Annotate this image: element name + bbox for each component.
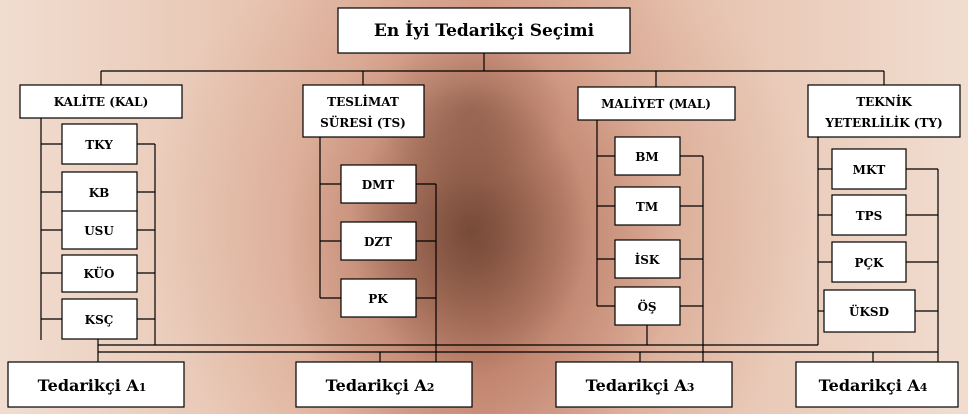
alternative-box: Tedarikçi A1 xyxy=(7,361,185,408)
sub-criterion-label: KSÇ xyxy=(85,313,114,327)
connector-lines xyxy=(40,53,939,362)
sub-criterion-box: ÜKSD xyxy=(823,289,916,333)
sub-criterion-label: İSK xyxy=(635,252,660,267)
sub-criterion-box: TPS xyxy=(831,194,907,236)
sub-criterion-box: MKT xyxy=(831,148,907,190)
sub-criterion-box: KSÇ xyxy=(61,298,138,340)
sub-criterion-box: PÇK xyxy=(831,241,907,283)
boxes: En İyi Tedarikçi Seçimi KALİTE (KAL) TES… xyxy=(7,7,961,408)
sub-criterion-label: KB xyxy=(89,186,110,200)
sub-criterion-box: PK xyxy=(340,278,417,318)
sub-criterion-label: KÜO xyxy=(84,265,115,281)
sub-criterion-label: ÜKSD xyxy=(849,303,889,319)
sub-criterion-label: TPS xyxy=(856,209,883,223)
sub-criterion-box: USU xyxy=(61,210,138,250)
criterion-box-delivery: TESLİMAT SÜRESİ (TS) xyxy=(302,84,425,138)
sub-criterion-box: İSK xyxy=(614,239,681,279)
criterion-label-line1: TEKNİK xyxy=(856,94,912,109)
sub-criterion-label: DMT xyxy=(362,178,395,192)
alternative-box: Tedarikçi A3 xyxy=(555,361,733,408)
sub-criterion-label: DZT xyxy=(364,235,392,249)
alternative-box: Tedarikçi A4 xyxy=(795,361,959,408)
sub-criterion-box: TM xyxy=(614,186,681,226)
sub-criterion-box: BM xyxy=(614,136,681,176)
criterion-label: KALİTE (KAL) xyxy=(54,94,149,109)
sub-criterion-label: ÖŞ xyxy=(637,298,656,314)
sub-criterion-box: DZT xyxy=(340,221,417,261)
alternative-label: Tedarikçi A1 xyxy=(38,376,147,395)
criterion-box-technical: TEKNİK YETERLİLİK (TY) xyxy=(807,84,961,138)
criterion-box-cost: MALİYET (MAL) xyxy=(577,86,736,121)
alternative-label: Tedarikçi A4 xyxy=(819,376,928,395)
criterion-label-line2: YETERLİLİK (TY) xyxy=(824,115,942,130)
sub-criterion-label: USU xyxy=(84,224,114,238)
sub-criterion-label: TM xyxy=(636,200,658,214)
sub-criterion-label: BM xyxy=(635,150,658,164)
criterion-label-line2: SÜRESİ (TS) xyxy=(320,114,406,130)
goal-label: En İyi Tedarikçi Seçimi xyxy=(374,20,595,41)
alternative-label: Tedarikçi A2 xyxy=(326,376,435,395)
sub-criterion-box: ÖŞ xyxy=(614,286,681,326)
goal-box: En İyi Tedarikçi Seçimi xyxy=(337,7,631,54)
sub-criterion-box: TKY xyxy=(61,123,138,165)
sub-criterion-label: PÇK xyxy=(854,256,884,270)
sub-criterion-box: DMT xyxy=(340,164,417,204)
criterion-label-line1: TESLİMAT xyxy=(327,94,399,109)
sub-criterion-box: KB xyxy=(61,171,138,213)
alternative-label: Tedarikçi A3 xyxy=(586,376,695,395)
alternative-box: Tedarikçi A2 xyxy=(295,361,473,408)
sub-criterion-label: TKY xyxy=(85,138,113,152)
sub-criterion-label: MKT xyxy=(853,163,886,177)
criterion-box-quality: KALİTE (KAL) xyxy=(19,84,183,119)
criterion-label: MALİYET (MAL) xyxy=(601,96,711,111)
sub-criterion-label: PK xyxy=(368,292,388,306)
sub-criterion-box: KÜO xyxy=(61,254,138,293)
